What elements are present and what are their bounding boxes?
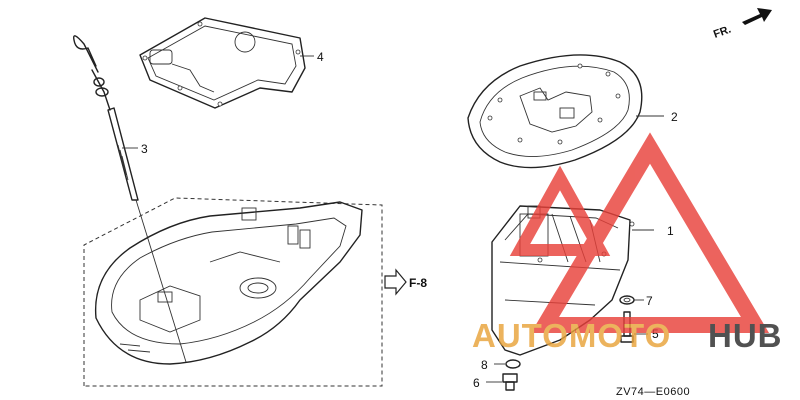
callout-7: 7 [646,294,653,308]
front-direction-indicator: FR. [712,8,772,41]
callout-1: 1 [667,224,674,238]
callout-8: 8 [481,358,488,372]
diagram-code: ZV74—E0600 [616,386,690,398]
reference-arrow-icon [384,268,407,296]
front-direction-label: FR. [712,23,733,40]
watermark-word-part1: AUTOMOTO [472,317,671,354]
watermark-word-part2: HUB [708,317,783,354]
callout-6: 6 [473,376,480,390]
drain-bolt-part-6 [502,373,518,391]
callout-4: 4 [317,50,324,64]
oil-pan-assembly [83,197,383,387]
reference-label: F-8 [409,276,427,290]
callout-3: 3 [141,142,148,156]
washer-part-8 [505,359,521,369]
reference-f8: F-8 [384,268,427,296]
separator-plate-part [467,54,643,169]
dipstick-part [73,35,187,363]
callout-5: 5 [652,327,659,341]
oil-pan-gasket-part [139,17,306,109]
washer-part-7 [619,295,635,305]
watermark-triangle-small-icon [509,165,611,256]
watermark-logo: AUTOMOTO HUB [472,132,783,354]
front-arrow-icon [742,8,772,25]
callout-2: 2 [671,110,678,124]
